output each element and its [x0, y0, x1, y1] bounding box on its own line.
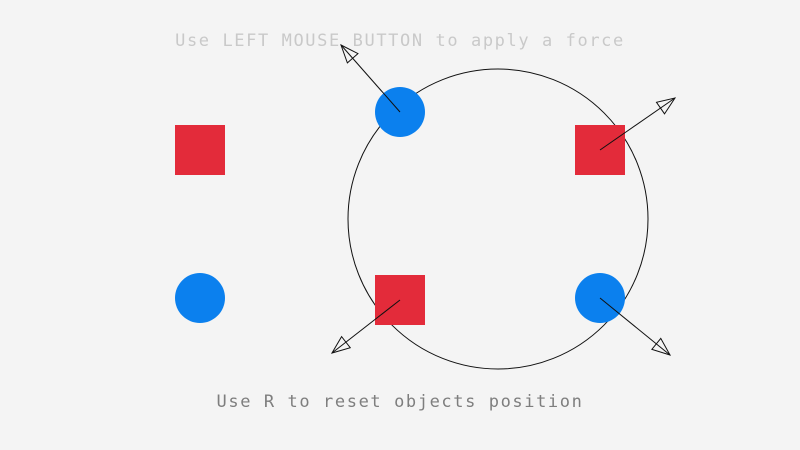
circle-top-middle-force-arrow — [340, 43, 401, 113]
boundary-circle — [347, 68, 649, 370]
circle-top-middle-force-arrow-shaft — [340, 44, 401, 113]
square-top-right-force-arrow — [599, 97, 677, 151]
square-top-right-force-arrow-shaft — [599, 97, 676, 151]
square-top-right-force-arrow-head — [655, 97, 677, 115]
circle-bottom-right-force-arrow-head — [651, 337, 672, 356]
square-bottom-middle-force-arrow — [330, 299, 401, 354]
hint-text-bottom: Use R to reset objects position — [216, 392, 584, 412]
square-bottom-middle-force-arrow-shaft — [331, 299, 401, 354]
circle-bottom-right-force-arrow — [599, 297, 672, 356]
square-bottom-middle-force-arrow-head — [330, 335, 352, 354]
circle-bottom-right-force-arrow-shaft — [599, 297, 671, 356]
circle-top-middle-force-arrow-head — [340, 43, 359, 64]
hint-text-top: Use LEFT MOUSE BUTTON to apply a force — [175, 31, 625, 51]
square-top-left[interactable] — [175, 125, 225, 175]
circle-bottom-left[interactable] — [175, 273, 225, 323]
